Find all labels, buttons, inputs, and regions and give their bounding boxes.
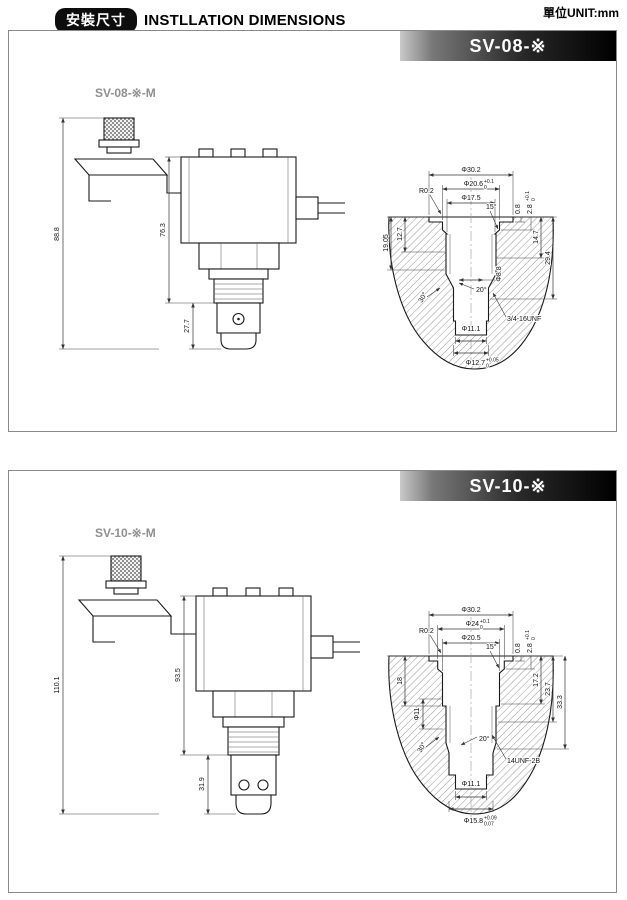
dim-depth-2-8-tol-lower: 0 — [531, 637, 537, 640]
thread-callout: 14UNF-2B — [507, 758, 540, 765]
dim-dia-12-7-tol-upper: +0.05 — [486, 358, 499, 364]
dim-depth-2-8-tol-lower: 0 — [531, 198, 537, 201]
sv08-banner: SV-08-※ — [400, 31, 616, 61]
mounting-plate — [73, 158, 169, 176]
thread-section — [213, 278, 264, 304]
dim-dia-11-1: Φ11.1 — [462, 326, 481, 333]
valve-tip — [220, 332, 257, 350]
dim-depth-12-7: 12.7 — [397, 227, 404, 241]
cavity-bore — [428, 655, 514, 790]
dim-dia-15-8-tol-upper: +0.09 — [484, 816, 497, 822]
dim-cartridge-length: 31.9 — [199, 777, 206, 791]
dim-dia-24-tol-lower: 0 — [480, 625, 483, 631]
dim-depth-0-8: 0.8 — [515, 643, 522, 653]
dim-depth-14-7: 14.7 — [533, 230, 540, 244]
sv10-model-label: SV-10-※-M — [95, 526, 156, 540]
sv10-banner-label: SV-10-※ — [469, 475, 547, 496]
din-connector — [310, 635, 334, 659]
solenoid-coil — [180, 156, 297, 244]
sv10-cavity-section: Φ30.2 Φ24 +0.1 0 Φ20.5 R0.2 15° — [387, 606, 569, 829]
din-connector — [295, 196, 319, 220]
dim-depth-2-8: 2.8 — [527, 204, 534, 214]
port-hole — [238, 779, 250, 791]
dim-angle-20: 20° — [479, 735, 490, 743]
section-title: INSTLLATION DIMENSIONS — [144, 12, 346, 29]
dim-depth-18: 18 — [397, 677, 404, 685]
dim-dia-20-5: Φ20.5 — [461, 635, 480, 642]
dim-depth-0-8: 0.8 — [515, 204, 522, 214]
dim-coil-height: 76.3 — [160, 223, 167, 237]
dim-coil-height: 93.5 — [175, 668, 182, 682]
section-header: 安裝尺寸 INSTLLATION DIMENSIONS — [55, 8, 346, 33]
sv08-banner-label: SV-08-※ — [469, 35, 547, 56]
dim-dia-12-7: Φ12.7 — [466, 360, 485, 367]
dim-dia-20-6-tol-upper: +0.1 — [484, 179, 494, 185]
dim-cartridge-length: 27.7 — [184, 319, 191, 333]
dim-depth-17-2: 17.2 — [533, 673, 540, 687]
dim-depth-2-8-tol-upper: +0.1 — [525, 630, 531, 640]
hex-nut — [198, 242, 280, 270]
dim-angle-15: 15° — [486, 643, 497, 651]
sv10-manual-override-view: SV-10-※-M 110.1 — [53, 526, 209, 815]
dim-dia-12-7-tol-lower: 0 — [486, 364, 489, 370]
knurled-knob — [103, 117, 135, 141]
dim-overall-height: 110.1 — [54, 676, 61, 693]
dim-dia-11-1: Φ11.1 — [462, 781, 481, 788]
port-hole — [257, 779, 269, 791]
dim-depth-23-7: 23.7 — [545, 682, 552, 696]
dim-angle-20: 20° — [476, 286, 487, 294]
dim-dia-11: Φ11 — [414, 707, 421, 720]
dim-radius-r02: R0.2 — [419, 188, 434, 195]
sv10-panel: SV-10-※ SV-10-※-M 110.1 — [8, 470, 617, 893]
sv10-banner: SV-10-※ — [400, 471, 616, 501]
dim-depth-19-05: 19.05 — [383, 234, 390, 252]
cartridge-body — [230, 754, 277, 796]
sv10-valve-view: 93.5 31.9 — [174, 587, 360, 815]
valve-tip — [235, 794, 272, 815]
dim-angle-15: 15° — [486, 203, 497, 211]
dim-dia-30-2: Φ30.2 — [461, 607, 480, 614]
sv08-valve-view: 76.3 27.7 — [159, 148, 345, 350]
dim-dia-17-5: Φ17.5 — [461, 195, 480, 202]
section-badge: 安裝尺寸 — [55, 8, 137, 33]
dim-depth-29-4: 29.4 — [545, 251, 552, 265]
dim-overall-height: 88.8 — [54, 227, 61, 241]
thread-section — [227, 726, 280, 756]
unit-label: 單位UNIT:mm — [542, 6, 619, 20]
sv08-manual-override-view: SV-08-※-M 88.8 — [53, 86, 205, 350]
dim-depth-2-8-tol-upper: +0.1 — [525, 191, 531, 201]
dim-dia-24: Φ24 — [466, 621, 479, 628]
sv08-model-label: SV-08-※-M — [95, 86, 156, 100]
sv10-drawing: SV-10-※-M 110.1 — [53, 526, 569, 829]
dim-depth-33-3: 33.3 — [557, 695, 564, 709]
solenoid-coil — [195, 595, 312, 692]
sv08-cavity-section: Φ30.2 Φ20.6 +0.1 0 Φ17.5 R0.2 15° — [382, 166, 557, 371]
mounting-plate — [77, 599, 173, 617]
dim-dia-8-8: Φ8.8 — [496, 266, 503, 281]
dim-dia-15-8-tol-lower: 0.07 — [484, 822, 494, 828]
sv08-drawing: SV-08-※-M 88.8 — [53, 86, 557, 371]
dim-dia-15-8: Φ15.8 — [464, 818, 483, 825]
dim-dia-20-6-tol-lower: 0 — [484, 185, 487, 191]
dim-dia-24-tol-upper: +0.1 — [480, 619, 490, 625]
thread-callout: 3/4-16UNF — [507, 316, 541, 323]
hex-nut — [212, 690, 295, 718]
knurled-knob — [110, 555, 142, 582]
dim-dia-30-2: Φ30.2 — [461, 167, 480, 174]
port-hole — [232, 312, 245, 326]
dim-depth-2-8: 2.8 — [527, 643, 534, 653]
dim-radius-r02: R0.2 — [419, 628, 434, 635]
sv08-panel: SV-08-※ SV-08-※-M — [8, 30, 617, 432]
dim-dia-20-6: Φ20.6 — [464, 181, 483, 188]
